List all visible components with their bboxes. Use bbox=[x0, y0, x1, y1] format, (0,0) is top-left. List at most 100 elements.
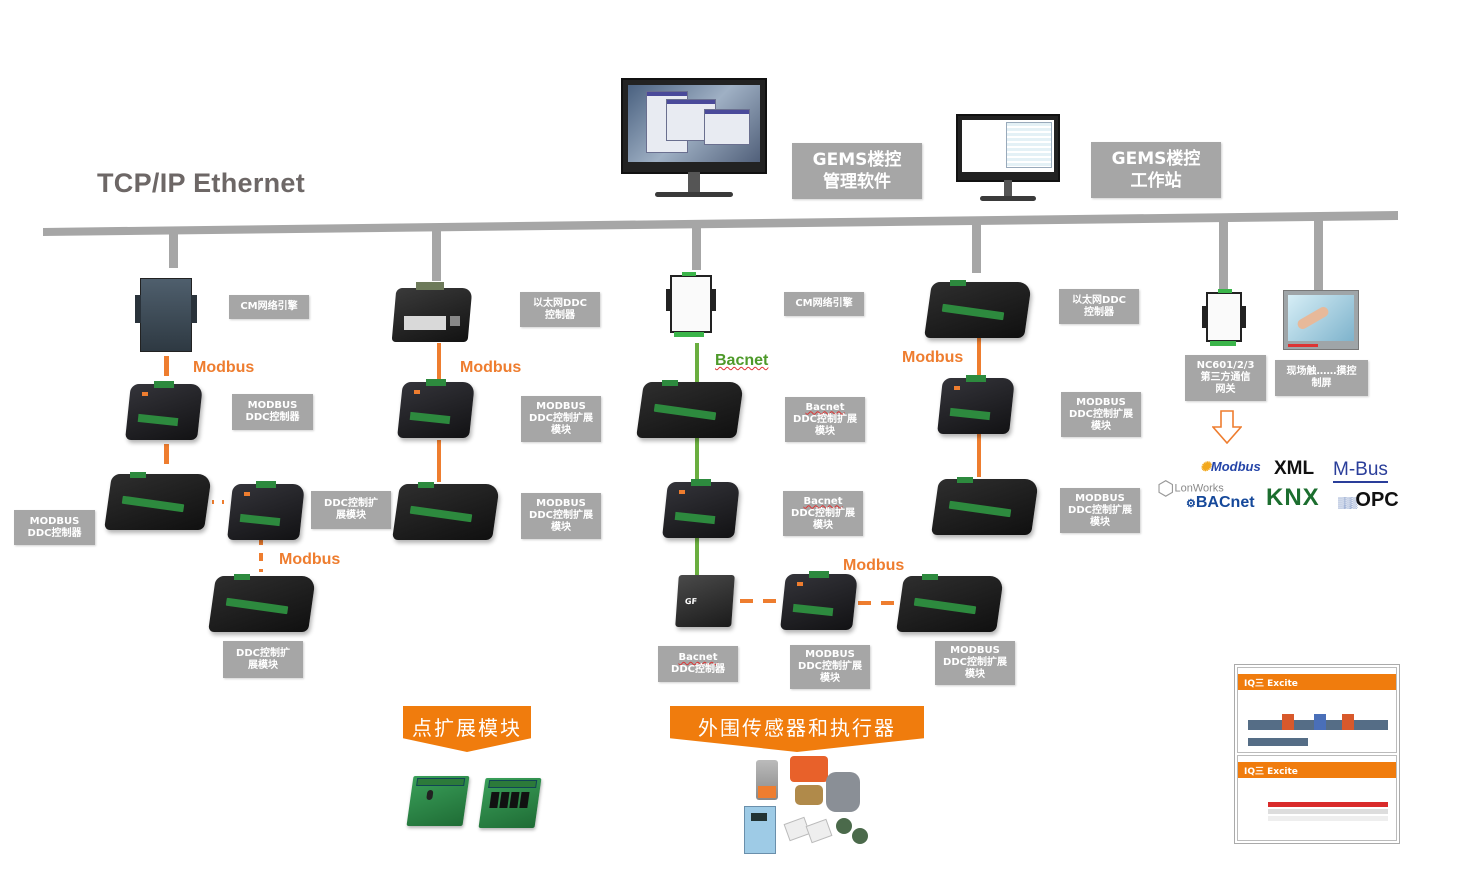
label-line: GEMS楼控 bbox=[1111, 149, 1201, 169]
bacnet-ddc-expansion-module-label: Bacnet DDC控制扩展 模块 bbox=[783, 491, 863, 536]
touch-control-panel-label: 现场触……摸控 制屏 bbox=[1275, 360, 1368, 396]
mount-ear bbox=[135, 295, 141, 323]
frequency-inverter-image bbox=[744, 806, 776, 854]
logo-text: BACnet bbox=[1195, 494, 1255, 511]
modbus-ddc-expansion-module-device bbox=[392, 480, 500, 540]
damper-actuator-image bbox=[756, 760, 778, 800]
web-page-device-overview: IQ三 Excite bbox=[1237, 755, 1397, 841]
modbus-ddc-expansion-module-label: MODBUS DDC控制扩展 模块 bbox=[1061, 392, 1141, 437]
modbus-link bbox=[437, 440, 441, 482]
label-line: 控制器 bbox=[1084, 306, 1114, 318]
label-line: DDC控制扩展 bbox=[529, 510, 593, 521]
bacnet-ddc-expansion-module-label: Bacnet DDC控制扩展 模块 bbox=[785, 397, 865, 442]
banner-text: 外围传感器和执行器 bbox=[698, 716, 896, 740]
label-line: MODBUS bbox=[1075, 492, 1125, 504]
logo-text: OPC bbox=[1355, 489, 1399, 511]
touch-control-panel-device bbox=[1283, 290, 1359, 350]
modbus-ddc-expansion-module-device bbox=[937, 374, 1015, 434]
label-line: 控制器 bbox=[545, 309, 575, 321]
drop-branch-3 bbox=[692, 226, 701, 270]
drop-branch-4 bbox=[972, 223, 981, 273]
label-line: MODBUS bbox=[950, 645, 1000, 656]
ddc-expansion-module-device bbox=[227, 480, 305, 540]
label-line: DDC控制扩展 bbox=[798, 661, 862, 672]
label-line: Bacnet bbox=[803, 495, 843, 507]
modbus-ddc-expansion-module-device bbox=[397, 378, 475, 438]
bacnet-logo: ⚙BACnet bbox=[1186, 494, 1255, 512]
modbus-ddc-expansion-module-label: MODBUS DDC控制扩展 模块 bbox=[521, 493, 601, 539]
modbus-ddc-expansion-module-label: MODBUS DDC控制扩展 模块 bbox=[521, 396, 601, 442]
label-line: NC601/2/3 bbox=[1196, 360, 1255, 371]
label-line: 模块 bbox=[551, 425, 571, 436]
modbus-link bbox=[437, 343, 441, 379]
label-line: 展模块 bbox=[336, 510, 366, 521]
ddc-expansion-module-device bbox=[208, 572, 316, 632]
modbus-link bbox=[164, 444, 169, 464]
label-line: CM网络引擎 bbox=[795, 298, 853, 309]
xml-logo: XML bbox=[1274, 458, 1315, 479]
logo-text: LonWorks bbox=[1174, 482, 1224, 495]
label-line: MODBUS bbox=[805, 649, 855, 660]
modbus-ddc-expansion-module-device bbox=[896, 572, 1004, 632]
label-line: DDC控制扩展 bbox=[943, 657, 1007, 668]
label-line: MODBUS bbox=[1076, 396, 1126, 408]
modbus-ddc-controller-device bbox=[125, 380, 203, 440]
io-expansion-board-image bbox=[406, 776, 470, 826]
duct-sensor-image bbox=[852, 828, 868, 844]
modbus-link bbox=[977, 433, 981, 477]
drop-branch-2 bbox=[432, 229, 441, 281]
ddc-expansion-module-label: DDC控制扩 展模块 bbox=[223, 641, 303, 678]
modbus-ddc-controller-device bbox=[104, 470, 212, 530]
ethernet-backbone bbox=[43, 211, 1398, 236]
label-line: 管理软件 bbox=[823, 172, 891, 192]
modbus-link bbox=[164, 356, 169, 376]
label-line: 模块 bbox=[1091, 420, 1111, 432]
label-line: 网关 bbox=[1215, 384, 1236, 395]
bacnet-ddc-expansion-module-device bbox=[636, 378, 744, 438]
drop-branch-6 bbox=[1314, 219, 1323, 291]
cm-network-engine-label: CM网络引擎 bbox=[784, 292, 864, 316]
ethernet-ddc-controller-device bbox=[391, 280, 473, 342]
bacnet-protocol-label: Bacnet bbox=[715, 352, 769, 369]
web-brand-text: IQ三 Excite bbox=[1244, 767, 1298, 777]
monitor-base bbox=[655, 192, 733, 197]
m-bus-logo: M-Bus bbox=[1333, 459, 1388, 483]
label-line: DDC控制扩展 bbox=[791, 507, 855, 519]
ddc-expansion-module-label: DDC控制扩 展模块 bbox=[311, 491, 391, 529]
valve-actuator-image bbox=[790, 756, 828, 782]
label-line: DDC控制器 bbox=[27, 527, 82, 539]
workstation-label: GEMS楼控 工作站 bbox=[1091, 142, 1221, 198]
monitor-neck bbox=[688, 172, 700, 194]
modbus-star-icon: ✺ bbox=[1200, 459, 1211, 474]
bacnet-gear-icon: ⚙ bbox=[1186, 498, 1196, 510]
duct-sensor-image bbox=[836, 818, 852, 834]
label-line: CM网络引擎 bbox=[240, 301, 298, 312]
mount-ear bbox=[1242, 306, 1246, 328]
label-line: MODBUS bbox=[29, 515, 80, 527]
label-line: 模块 bbox=[551, 522, 571, 533]
label-line: 现场触……摸控 bbox=[1286, 366, 1357, 377]
label-line: DDC控制扩展 bbox=[793, 413, 857, 425]
monitor-neck bbox=[1004, 180, 1012, 196]
modbus-protocol-label: Modbus bbox=[279, 551, 341, 568]
logo-text: Modbus bbox=[1210, 459, 1261, 474]
label-line: DDC控制扩 bbox=[236, 647, 290, 659]
drop-branch-1 bbox=[169, 232, 178, 268]
workstation-monitor bbox=[956, 114, 1060, 201]
label-line: MODBUS bbox=[536, 498, 586, 509]
device-brand-text: GF bbox=[684, 597, 698, 606]
label-line: DDC控制器 bbox=[671, 664, 725, 675]
label-line: 模块 bbox=[815, 425, 835, 437]
bacnet-link bbox=[695, 436, 699, 482]
ethernet-ddc-controller-label: 以太网DDC 控制器 bbox=[1059, 289, 1139, 324]
monitor-base bbox=[980, 196, 1036, 201]
web-interface-screenshot: IQ三 Excite IQ三 Excite bbox=[1234, 664, 1400, 844]
web-page-process-view: IQ三 Excite bbox=[1237, 667, 1397, 753]
mount-ear bbox=[712, 289, 716, 311]
cm-network-engine-device bbox=[135, 278, 197, 352]
label-line: 以太网DDC bbox=[533, 297, 587, 309]
lonworks-logo: ⬡LonWorks bbox=[1157, 476, 1224, 501]
label-line: Bacnet bbox=[678, 652, 718, 663]
label-line: 工作站 bbox=[1130, 171, 1182, 191]
